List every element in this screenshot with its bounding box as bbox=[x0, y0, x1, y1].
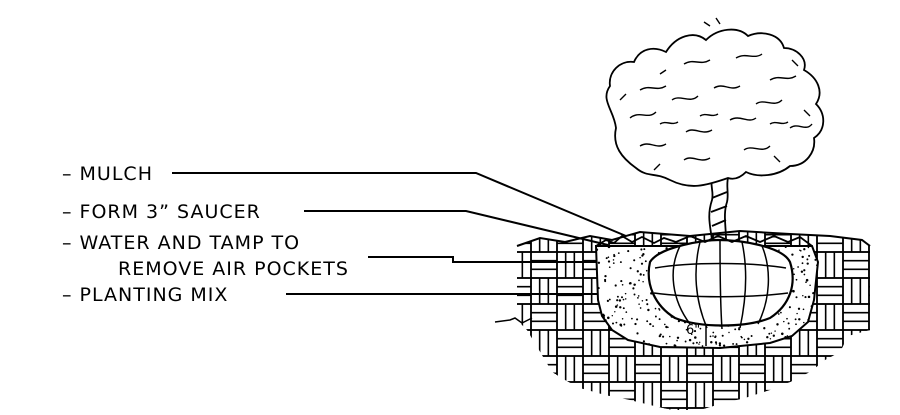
callout-water-tamp-leader bbox=[368, 256, 605, 263]
callout-mulch-leader bbox=[172, 172, 627, 237]
callout-saucer-leader bbox=[304, 210, 609, 246]
root-ball bbox=[647, 238, 794, 330]
callout-water-tamp: – WATER AND TAMP TO REMOVE AIR POCKETS bbox=[62, 232, 605, 280]
dimension-label: 6" bbox=[686, 323, 700, 338]
callout-water-tamp-label-line1: – WATER AND TAMP TO bbox=[62, 232, 300, 254]
callout-planting-mix-label: – PLANTING MIX bbox=[62, 284, 228, 306]
callout-saucer: – FORM 3” SAUCER bbox=[62, 201, 609, 246]
callout-mulch: – MULCH bbox=[62, 163, 627, 237]
callout-water-tamp-label-line2: REMOVE AIR POCKETS bbox=[118, 258, 349, 280]
callout-mulch-label: – MULCH bbox=[62, 163, 153, 185]
callout-planting-mix: – PLANTING MIX bbox=[62, 284, 650, 306]
mulch-layer bbox=[595, 234, 813, 247]
native-soil-outline bbox=[516, 229, 871, 247]
tree-trunk bbox=[708, 177, 729, 241]
depth-dimension: 6" bbox=[686, 323, 707, 346]
callout-saucer-label: – FORM 3” SAUCER bbox=[62, 201, 261, 223]
soil-crack bbox=[494, 317, 533, 324]
tree-crown bbox=[605, 17, 825, 187]
